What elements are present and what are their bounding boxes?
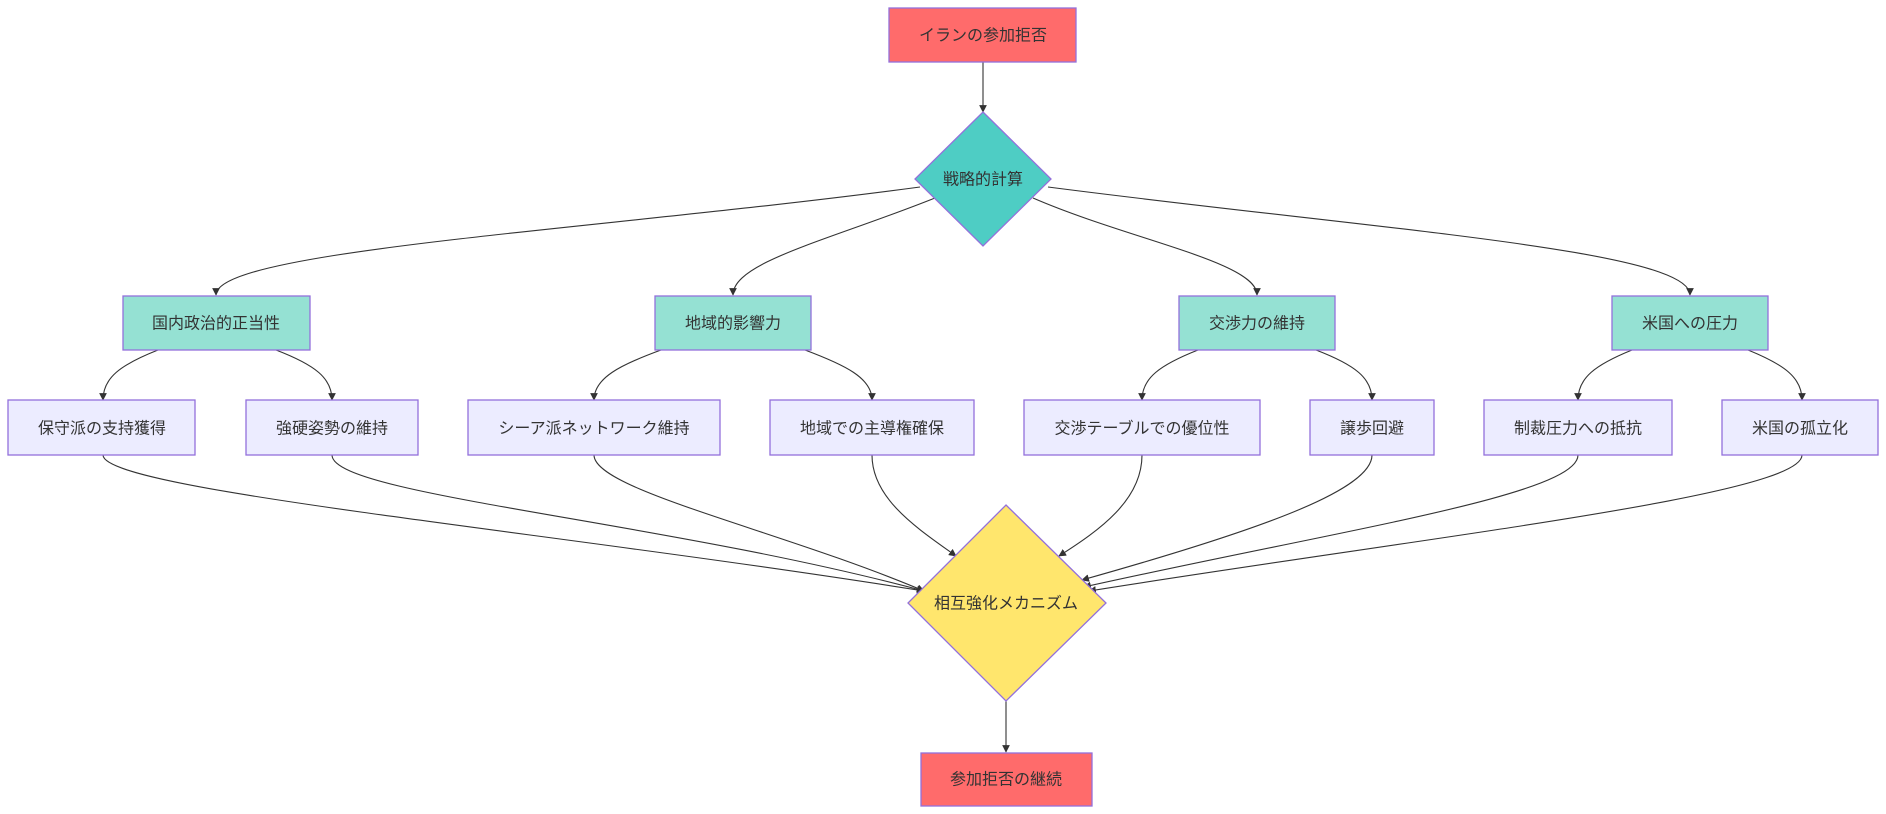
node-regional-label: 地域的影響力 xyxy=(685,314,781,333)
node-table-advantage-label: 交渉テーブルでの優位性 xyxy=(1054,419,1229,438)
edge-leadership-to-mutual xyxy=(871,454,957,557)
edge-isolate-to-mutual xyxy=(1088,454,1803,594)
edge-hardline-to-mutual xyxy=(331,454,925,593)
edge-strategic-to-us-pressure xyxy=(1047,186,1694,296)
node-isolate-us-label: 米国の孤立化 xyxy=(1752,419,1848,438)
node-hardline-label: 強硬姿勢の維持 xyxy=(276,419,388,438)
edge-sanctions-to-mutual xyxy=(1083,454,1579,590)
node-negotiation-label: 交渉力の維持 xyxy=(1209,314,1305,333)
node-domestic-label: 国内政治的正当性 xyxy=(152,314,280,333)
edge-concession-to-mutual xyxy=(1081,454,1373,582)
node-continue-refusal: 参加拒否の継続 xyxy=(920,752,1093,807)
node-resist-sanctions: 制裁圧力への抵抗 xyxy=(1483,399,1673,456)
node-start: イランの参加拒否 xyxy=(888,7,1077,63)
edge-negotiation-to-table xyxy=(1138,349,1199,401)
node-mutual-reinforcement-label: 相互強化メカニズム xyxy=(934,594,1078,613)
node-resist-sanctions-label: 制裁圧力への抵抗 xyxy=(1514,419,1642,438)
edge-domestic-to-conservative xyxy=(99,349,159,401)
node-strategic-calc-label: 戦略的計算 xyxy=(943,170,1023,189)
node-continue-refusal-label: 参加拒否の継続 xyxy=(950,770,1062,789)
edge-table-to-mutual xyxy=(1058,454,1143,557)
edge-strategic-to-domestic xyxy=(212,186,921,296)
edges xyxy=(99,62,1806,753)
node-conservative-support: 保守派の支持獲得 xyxy=(7,399,196,456)
edge-domestic-to-hardline xyxy=(275,349,336,401)
edge-conservative-to-mutual xyxy=(102,454,925,594)
edge-us-pressure-to-sanctions xyxy=(1574,349,1633,401)
node-us-pressure: 米国への圧力 xyxy=(1611,295,1769,351)
node-start-label: イランの参加拒否 xyxy=(919,26,1047,45)
node-negotiation: 交渉力の維持 xyxy=(1178,295,1336,351)
edge-us-pressure-to-isolate xyxy=(1747,349,1806,401)
edge-negotiation-to-concession xyxy=(1315,349,1376,401)
edge-regional-to-leadership xyxy=(804,349,876,401)
node-shia-network: シーア派ネットワーク維持 xyxy=(467,399,721,456)
edge-shia-to-mutual xyxy=(593,454,925,592)
node-mutual-reinforcement: 相互強化メカニズム xyxy=(907,504,1107,702)
node-us-pressure-label: 米国への圧力 xyxy=(1642,314,1738,333)
node-regional-leadership: 地域での主導権確保 xyxy=(769,399,975,456)
node-avoid-concession: 譲歩回避 xyxy=(1309,399,1435,456)
node-isolate-us: 米国の孤立化 xyxy=(1721,399,1879,456)
edge-regional-to-shia xyxy=(590,349,662,401)
edge-strategic-to-regional xyxy=(729,197,936,296)
node-shia-network-label: シーア派ネットワーク維持 xyxy=(498,419,689,438)
node-table-advantage: 交渉テーブルでの優位性 xyxy=(1023,399,1261,456)
node-avoid-concession-label: 譲歩回避 xyxy=(1340,419,1404,438)
node-regional-leadership-label: 地域での主導権確保 xyxy=(800,419,944,438)
node-domestic: 国内政治的正当性 xyxy=(122,295,311,351)
node-regional: 地域的影響力 xyxy=(654,295,812,351)
node-conservative-support-label: 保守派の支持獲得 xyxy=(38,419,166,438)
edge-strategic-to-negotiation xyxy=(1032,197,1261,296)
node-strategic-calc: 戦略的計算 xyxy=(914,111,1052,247)
node-hardline: 強硬姿勢の維持 xyxy=(245,399,419,456)
